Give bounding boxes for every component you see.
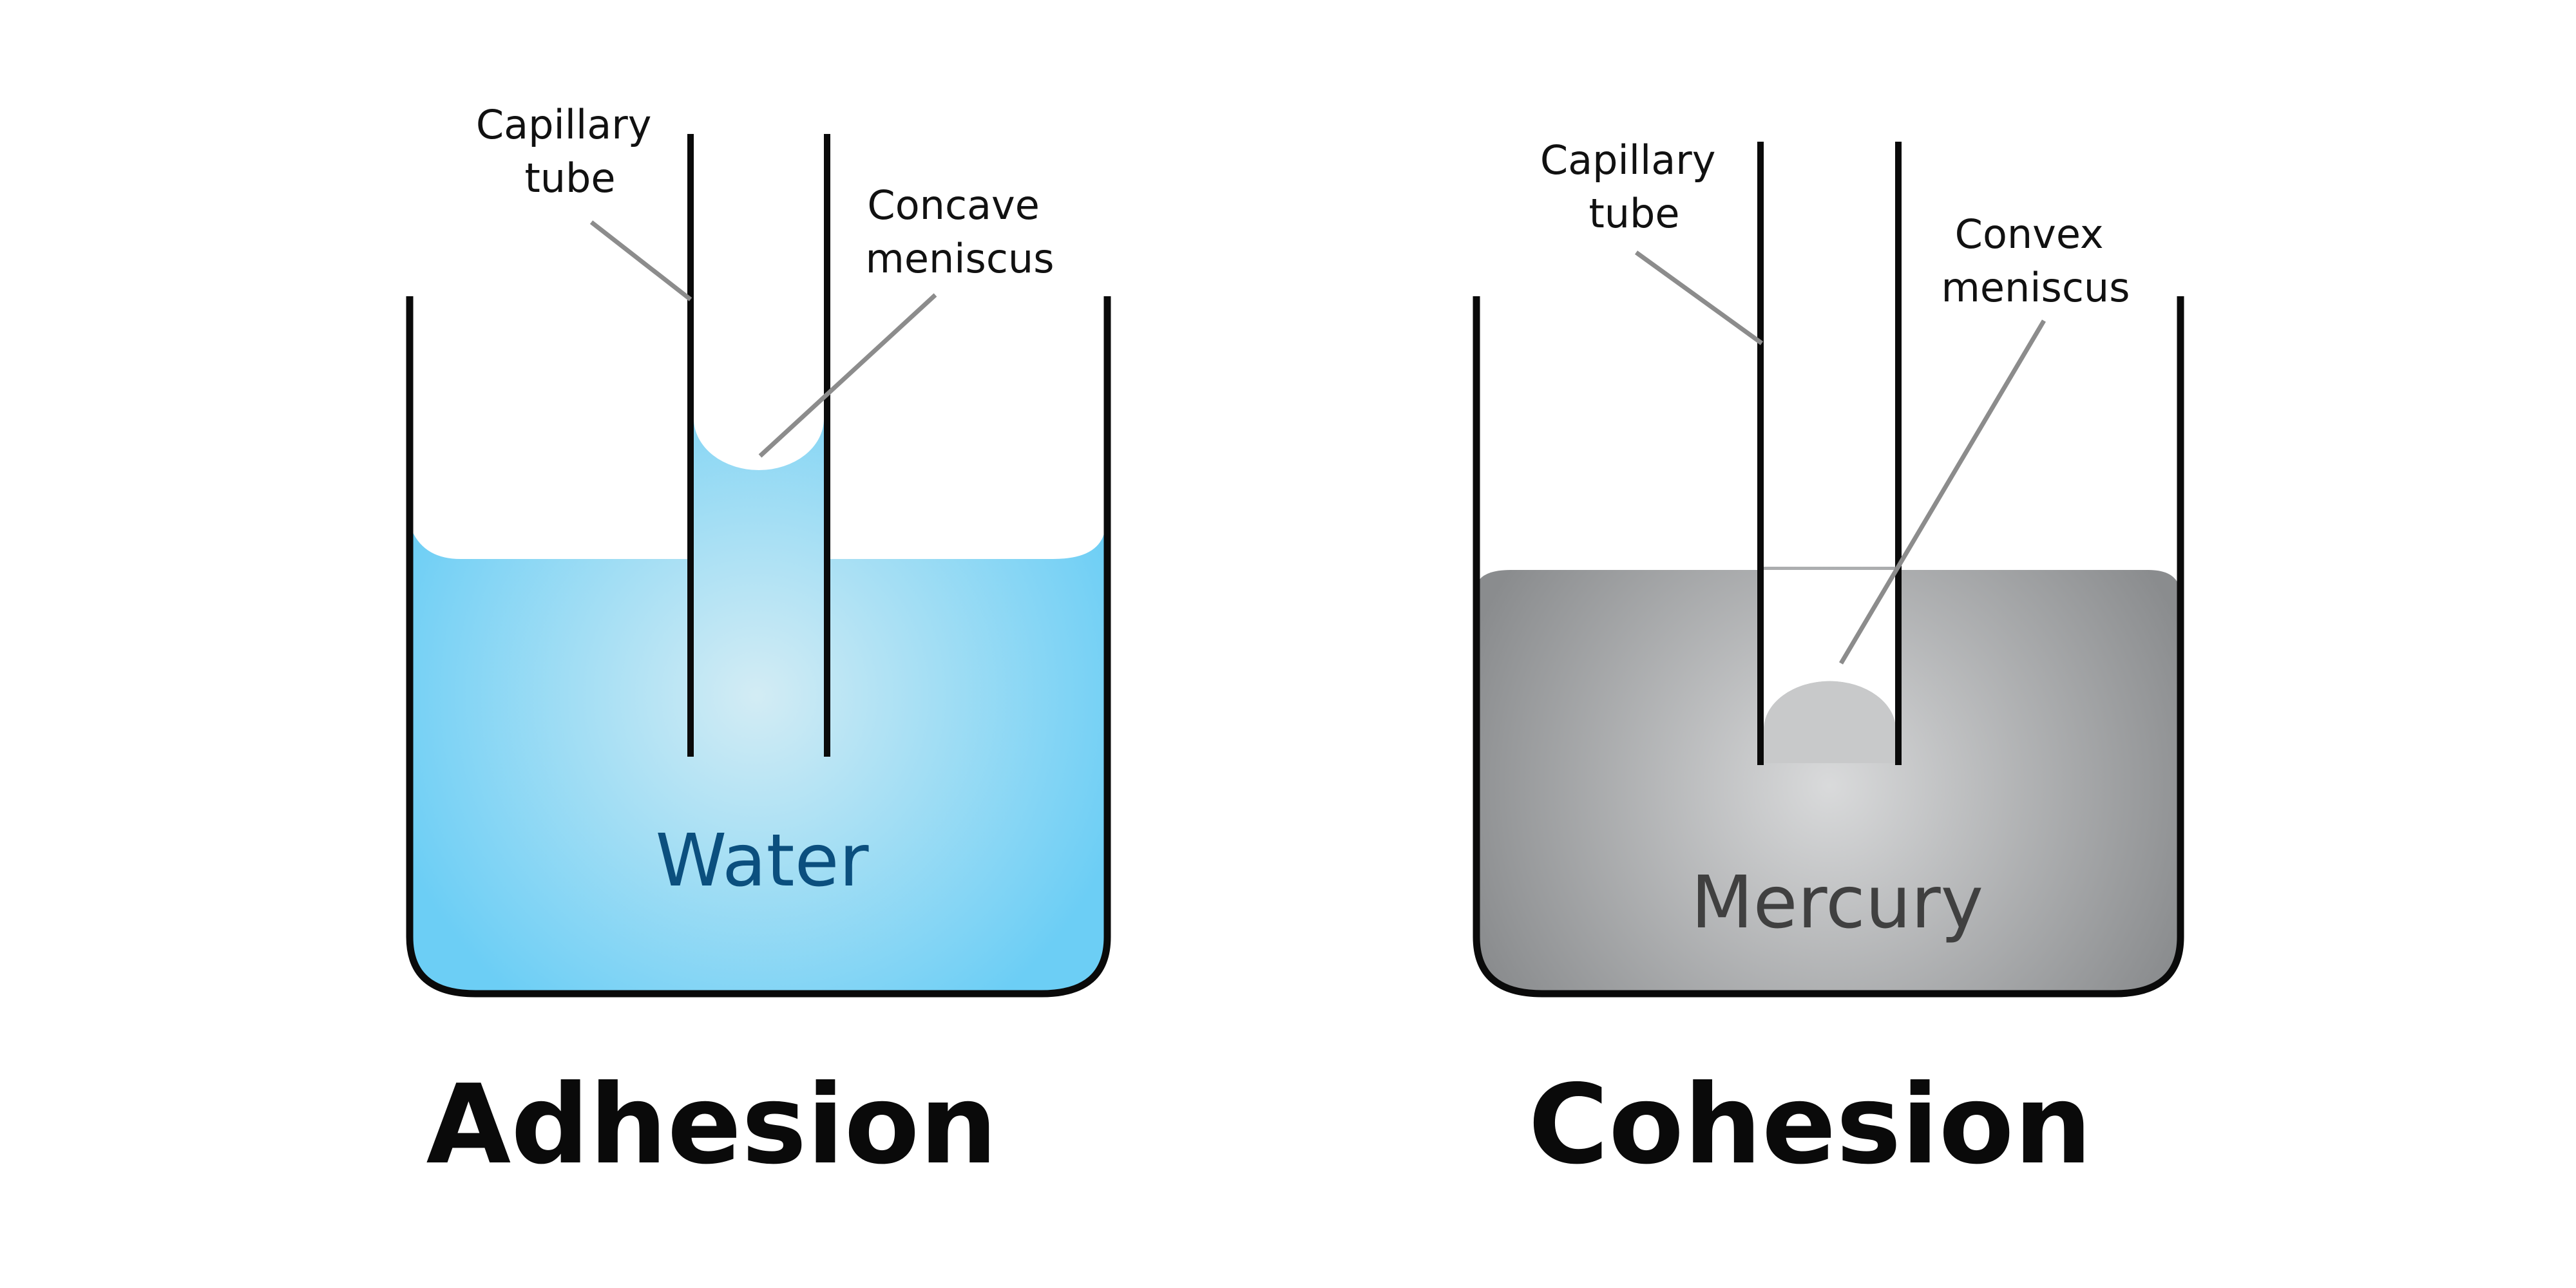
mercury-beaker	[1473, 296, 2184, 998]
cohesion-meniscus-label: Convex meniscus	[1941, 211, 2130, 311]
adhesion-meniscus-label-line1: Concave	[867, 182, 1039, 229]
water-capillary-column	[694, 419, 824, 567]
cohesion-meniscus-label-line2: meniscus	[1941, 264, 2130, 311]
cohesion-tube-leader-line	[1634, 251, 1764, 345]
adhesion-tube-label: Capillary tube	[476, 101, 664, 202]
cohesion-meniscus-label-line1: Convex	[1955, 211, 2104, 258]
mercury-capillary-column	[1764, 681, 1896, 763]
water-label: Water	[655, 819, 869, 903]
cohesion-tube-label: Capillary tube	[1540, 137, 1728, 237]
adhesion-panel: Capillary tube Concave meniscus Water Ad…	[406, 101, 1111, 1189]
adhesion-meniscus-leader-line	[758, 293, 937, 458]
adhesion-title: Adhesion	[426, 1061, 998, 1189]
adhesion-tube-label-line1: Capillary	[476, 101, 652, 148]
cohesion-tube-label-line2: tube	[1589, 190, 1679, 237]
water-body	[412, 531, 1105, 992]
mercury-label: Mercury	[1691, 861, 1983, 945]
cohesion-tube-label-line1: Capillary	[1540, 137, 1716, 184]
cohesion-panel: Capillary tube Convex meniscus Mercury C…	[1473, 137, 2184, 1189]
mercury-body	[1475, 567, 2180, 992]
cohesion-title: Cohesion	[1528, 1061, 2092, 1189]
adhesion-tube-leader-line	[589, 220, 692, 301]
adhesion-meniscus-label-line2: meniscus	[865, 235, 1054, 282]
water-beaker	[406, 296, 1111, 998]
adhesion-tube-label-line2: tube	[524, 155, 615, 202]
adhesion-meniscus-label: Concave meniscus	[865, 182, 1054, 282]
cohesion-meniscus-leader-line	[1838, 319, 2046, 665]
